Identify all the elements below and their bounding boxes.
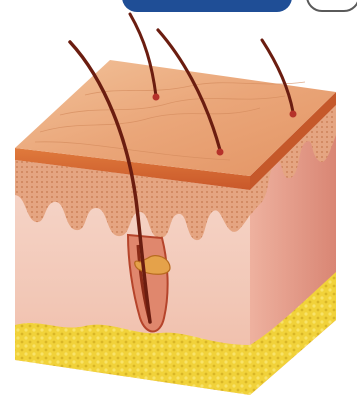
skin-diagram-canvas (0, 0, 357, 406)
skin-cross-section-icon (0, 0, 357, 406)
